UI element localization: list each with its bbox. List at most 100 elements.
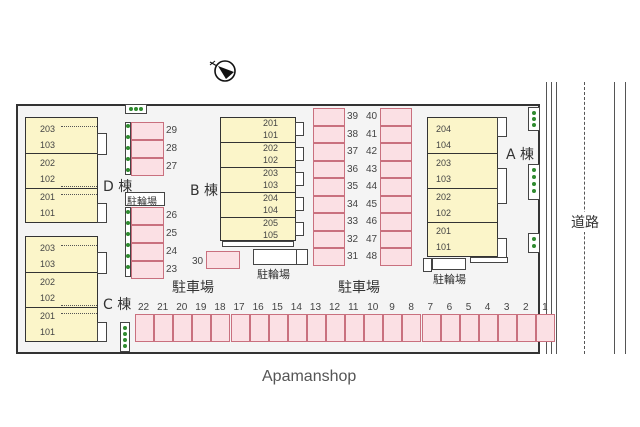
north-arrow-compass-icon xyxy=(204,56,238,84)
parking-number: 31 xyxy=(347,251,359,262)
parking-space-20 xyxy=(173,314,193,342)
balcony xyxy=(497,117,507,137)
unit-label: 104 xyxy=(263,205,279,215)
unit-label: 104 xyxy=(436,140,452,150)
hedge xyxy=(120,322,130,352)
building-d-label: D 棟 xyxy=(103,179,133,195)
hedge xyxy=(222,241,294,247)
parking-space-31 xyxy=(313,248,345,266)
parking-number: 15 xyxy=(271,302,283,313)
parking-space-1 xyxy=(536,314,556,342)
unit-label: 204 xyxy=(263,193,279,203)
unit-label: 204 xyxy=(436,124,452,134)
hedge-dot xyxy=(126,243,130,247)
hedge xyxy=(470,257,508,263)
hedge-dot xyxy=(126,146,130,150)
hedge-dot xyxy=(126,124,130,128)
parking-space-4 xyxy=(478,314,498,342)
parking-number: 25 xyxy=(166,228,178,239)
parking-label: 駐車場 xyxy=(338,280,380,296)
parking-space-36 xyxy=(313,160,345,178)
balcony xyxy=(295,197,304,211)
hedge-dot xyxy=(126,265,130,269)
balcony xyxy=(97,322,107,342)
unit-label: 103 xyxy=(40,259,56,269)
parking-space-37 xyxy=(313,143,345,161)
parking-number: 9 xyxy=(389,302,395,313)
parking-number: 39 xyxy=(347,111,359,122)
hedge xyxy=(423,258,432,272)
parking-space-23 xyxy=(131,261,164,279)
balcony xyxy=(295,222,304,236)
parking-number: 8 xyxy=(408,302,414,313)
unit-label: 103 xyxy=(40,140,56,150)
balcony xyxy=(497,168,507,204)
parking-space-8 xyxy=(402,314,422,342)
unit-label: 201 xyxy=(263,118,279,128)
unit-label: 102 xyxy=(436,208,452,218)
parking-space-32 xyxy=(313,230,345,248)
unit-label: 103 xyxy=(263,180,279,190)
building-a-label: A 棟 xyxy=(506,147,535,163)
unit-label: 102 xyxy=(40,174,56,184)
bike-parking: 駐輪場 xyxy=(125,192,165,208)
hedge xyxy=(528,107,540,131)
hedge-dot xyxy=(126,232,130,236)
parking-space-45 xyxy=(380,195,412,213)
parking-space-34 xyxy=(313,195,345,213)
balcony xyxy=(295,172,304,186)
bike-parking-label: 駐輪場 xyxy=(433,273,466,286)
unit-label: 202 xyxy=(40,277,56,287)
parking-space-41 xyxy=(380,125,412,143)
parking-number: 29 xyxy=(166,125,178,136)
hedge-dot xyxy=(126,221,130,225)
parking-number: 38 xyxy=(347,128,359,140)
bike-parking-label: 駐輪場 xyxy=(127,197,157,208)
parking-number: 2 xyxy=(523,302,529,313)
unit-label: 202 xyxy=(436,192,452,202)
parking-number: 23 xyxy=(166,264,178,275)
bike-parking xyxy=(253,249,297,265)
parking-space-47 xyxy=(380,230,412,248)
building-a: 204 104 203 103 202 102 201 101 xyxy=(427,117,498,257)
parking-number: 17 xyxy=(233,302,245,313)
parking-space-14 xyxy=(287,314,307,342)
road-edge xyxy=(614,82,615,354)
unit-label: 102 xyxy=(40,293,56,303)
building-c-label: C 棟 xyxy=(103,297,132,313)
parking-number: 46 xyxy=(366,216,378,227)
parking-space-13 xyxy=(306,314,326,342)
parking-number: 19 xyxy=(195,302,207,313)
balcony xyxy=(295,147,304,161)
unit-label: 203 xyxy=(40,243,56,253)
parking-number: 18 xyxy=(214,302,226,313)
unit-label: 201 xyxy=(40,192,56,202)
building-b: 201 101 202 102 203 103 204 104 205 105 xyxy=(220,117,296,241)
parking-number: 35 xyxy=(347,181,359,192)
parking-space-26 xyxy=(131,207,164,225)
parking-space-24 xyxy=(131,243,164,261)
building-b-label: B 棟 xyxy=(190,183,219,199)
hedge-dot xyxy=(126,168,130,172)
parking-space-11 xyxy=(345,314,365,342)
parking-number: 45 xyxy=(366,198,378,210)
unit-label: 203 xyxy=(263,168,279,178)
parking-number: 6 xyxy=(446,302,453,313)
parking-number: 4 xyxy=(484,302,491,313)
parking-space-5 xyxy=(459,314,479,342)
parking-number: 1 xyxy=(542,302,548,313)
unit-label: 203 xyxy=(40,124,56,134)
hedge-dot xyxy=(126,254,130,258)
parking-number: 32 xyxy=(347,233,359,245)
balcony xyxy=(497,238,507,258)
parking-space-18 xyxy=(211,314,231,342)
building-d: 203 103 202 102 201 101 xyxy=(25,117,98,223)
parking-number: 14 xyxy=(290,302,302,313)
parking-number: 44 xyxy=(366,181,378,192)
parking-number: 10 xyxy=(367,302,379,313)
parking-number: 41 xyxy=(366,128,378,140)
bike-parking xyxy=(432,258,466,270)
parking-number: 5 xyxy=(465,302,472,313)
unit-label: 201 xyxy=(40,311,56,321)
hedge-dot xyxy=(126,135,130,139)
